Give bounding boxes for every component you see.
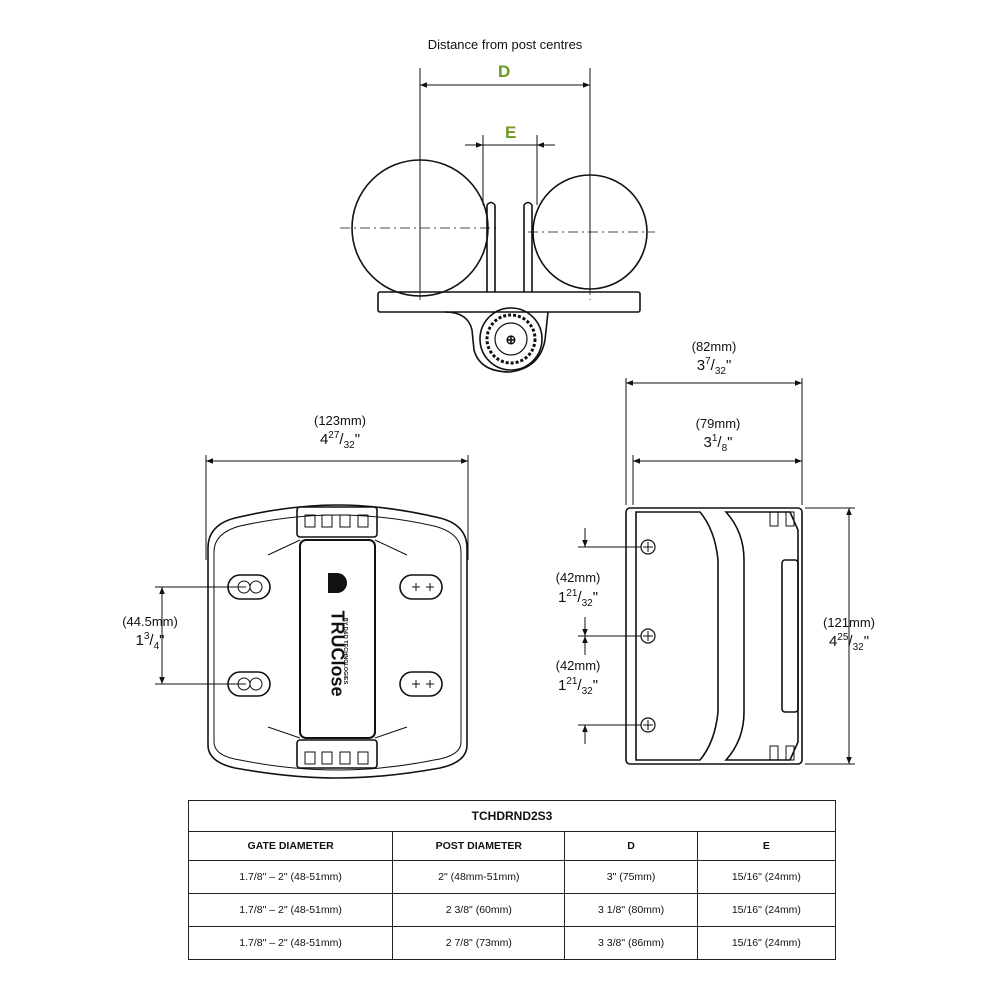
col-header: E (696, 831, 837, 861)
table-cell: 3 3/8" (86mm) (564, 926, 698, 960)
side-overall-in: 37/32" (696, 356, 732, 377)
side-hole1-mm: (42mm) (555, 570, 601, 585)
table-cell: 3 1/8" (80mm) (564, 893, 698, 927)
front-holes-in: 13/4" (135, 631, 165, 652)
top-view: ⊕ (340, 68, 655, 373)
hinge-body-outline (207, 504, 468, 779)
front-width-mm: (123mm) (313, 413, 366, 428)
mount-slot (399, 671, 443, 697)
hinge-base-plate (377, 291, 641, 313)
table-cell: 2 7/8" (73mm) (392, 926, 566, 960)
dim-e-label: E (505, 123, 517, 142)
table-cell: 2" (48mm-51mm) (392, 860, 566, 894)
side-inner-in: 31/8" (703, 433, 733, 454)
top-view-title: Distance from post centres (427, 37, 583, 52)
col-header: POST DIAMETER (392, 831, 566, 861)
table-cell: 3" (75mm) (564, 860, 698, 894)
table-row: 1.7/8" – 2" (48-51mm) 2 7/8" (73mm) 3 3/… (187, 926, 837, 960)
side-hole1-in: 121/32" (557, 588, 599, 609)
table-cell: 1.7/8" – 2" (48-51mm) (187, 926, 394, 960)
mount-slot (399, 574, 443, 600)
table-title: TCHDRND2S3 (188, 800, 836, 832)
col-header: GATE DIAMETER (187, 831, 394, 861)
side-hole2-in: 121/32" (557, 676, 599, 697)
brand-sub: BY D&D TECHNOLOGIES (342, 617, 348, 685)
d-logo-icon (328, 573, 347, 593)
side-view (578, 378, 855, 765)
side-inner-mm: (79mm) (695, 416, 741, 431)
table-cell: 15/16" (24mm) (696, 860, 837, 894)
front-view (155, 455, 469, 779)
front-width-in: 427/32" (319, 430, 361, 451)
spec-table: TCHDRND2S3 GATE DIAMETER POST DIAMETER D… (187, 800, 837, 960)
dim-d-label: D (498, 62, 511, 81)
hinge-knuckle (479, 307, 543, 371)
col-header: D (564, 831, 698, 861)
table-row: 1.7/8" – 2" (48-51mm) 2 3/8" (60mm) 3 1/… (187, 893, 837, 927)
table-row: 1.7/8" – 2" (48-51mm) 2" (48mm-51mm) 3" … (187, 860, 837, 894)
hinge-center-panel (299, 539, 376, 739)
side-hole2-mm: (42mm) (555, 658, 601, 673)
table-cell: 1.7/8" – 2" (48-51mm) (187, 860, 394, 894)
table-cell: 2 3/8" (60mm) (392, 893, 566, 927)
table-cell: 1.7/8" – 2" (48-51mm) (187, 893, 394, 927)
side-height-in: 425/32" (828, 632, 870, 653)
table-cell: 15/16" (24mm) (696, 893, 837, 927)
table-cell: 15/16" (24mm) (696, 926, 837, 960)
svg-text:⊕: ⊕ (506, 332, 517, 347)
side-overall-mm: (82mm) (691, 339, 737, 354)
side-height-mm: (121mm) (822, 615, 875, 630)
front-holes-mm: (44.5mm) (122, 614, 178, 629)
